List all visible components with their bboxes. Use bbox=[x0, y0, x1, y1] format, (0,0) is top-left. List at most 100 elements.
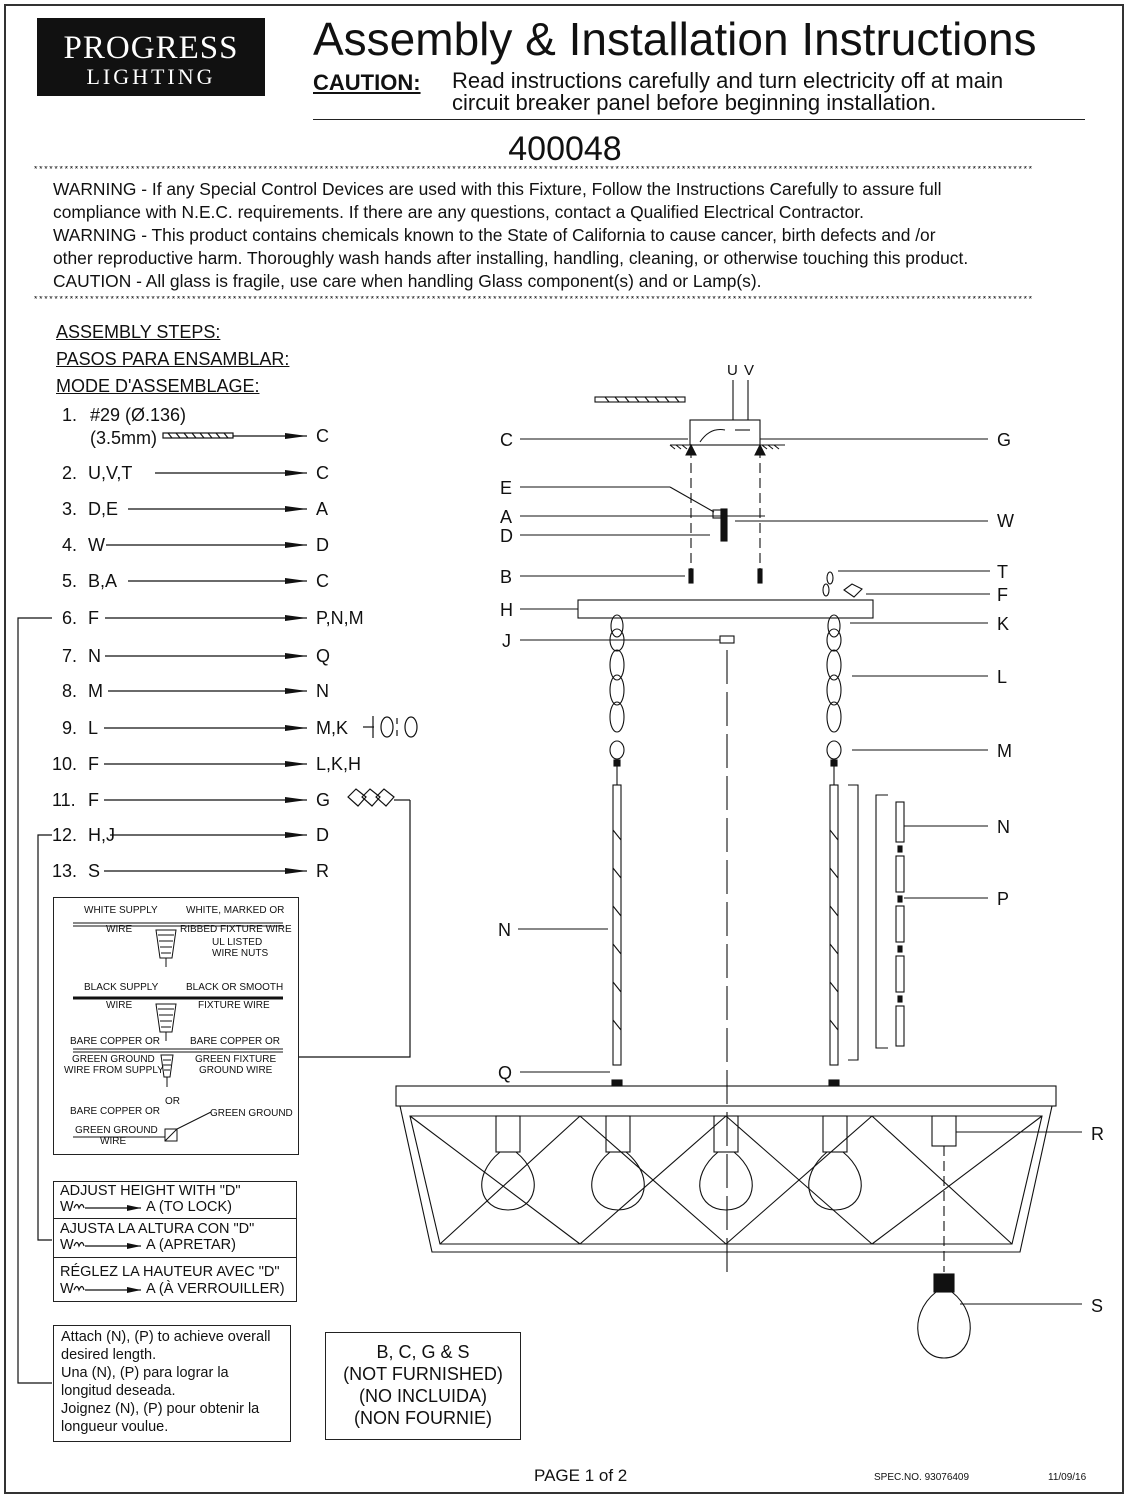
label-n-left: N bbox=[498, 920, 511, 940]
label-w: W bbox=[997, 511, 1014, 531]
step-4-num: 4. bbox=[62, 535, 78, 555]
step-4-to: D bbox=[316, 535, 329, 555]
label-b: B bbox=[500, 567, 513, 587]
adjust-a-es: A (APRETAR) bbox=[146, 1237, 236, 1253]
not-furnished-box: B, C, G & S (NOT FURNISHED) (NO INCLUIDA… bbox=[325, 1332, 521, 1440]
bulb-2 bbox=[591, 1115, 645, 1211]
label-f: F bbox=[997, 585, 1008, 605]
green-fixture-label-1: GREEN FIXTURE bbox=[195, 1054, 277, 1065]
warning-line-2: compliance with N.E.C. requirements. If … bbox=[53, 202, 864, 222]
step-12-to: D bbox=[316, 825, 329, 845]
not-furnished-items: B, C, G & S bbox=[376, 1342, 470, 1362]
left-downrod bbox=[612, 766, 622, 1066]
step-8-num: 8. bbox=[62, 681, 78, 701]
attach-note-line-6: longueur voulue. bbox=[61, 1419, 169, 1435]
attach-note-line-3: Una (N), (P) para lograr la bbox=[61, 1365, 229, 1381]
step-12-from: H,J bbox=[88, 825, 115, 845]
step-9-to: M,K bbox=[316, 718, 349, 738]
fixture-frame bbox=[395, 1085, 1057, 1253]
label-n-right: N bbox=[997, 817, 1010, 837]
step-3-from: D,E bbox=[88, 499, 119, 519]
step-3-to: A bbox=[316, 499, 329, 519]
step-11-from: F bbox=[88, 790, 99, 810]
black-supply-wire-label: WIRE bbox=[106, 1000, 133, 1011]
label-t: T bbox=[997, 562, 1008, 582]
assembly-heading-es: PASOS PARA ENSAMBLAR: bbox=[56, 349, 290, 369]
warnings-block: WARNING - If any Special Control Devices… bbox=[53, 178, 968, 293]
left-chain bbox=[609, 614, 625, 767]
wire-nut-icon bbox=[347, 788, 410, 807]
right-chain bbox=[826, 614, 842, 767]
label-m: M bbox=[997, 741, 1012, 761]
bare-copper-alt-label: BARE COPPER OR bbox=[70, 1106, 161, 1117]
label-h: H bbox=[500, 600, 513, 620]
assembly-heading-fr: MODE D'ASSEMBLAGE: bbox=[56, 376, 260, 396]
caution-text: Read instructions carefully and turn ele… bbox=[452, 70, 1003, 114]
warning-line-1: WARNING - If any Special Control Devices… bbox=[53, 179, 942, 199]
adjust-divider-1 bbox=[53, 1218, 297, 1219]
step-6-num: 6. bbox=[62, 608, 78, 628]
adjust-title-fr: RÉGLEZ LA HAUTEUR AVEC "D" bbox=[60, 1264, 280, 1280]
right-downrod bbox=[829, 766, 839, 1066]
black-smooth-label: BLACK OR SMOOTH bbox=[186, 982, 284, 993]
loose-bulb-icon bbox=[917, 1273, 971, 1359]
loose-rod-sections bbox=[895, 801, 905, 1047]
assembly-heading-en: ASSEMBLY STEPS: bbox=[56, 322, 221, 342]
not-furnished-es: (NO INCLUIDA) bbox=[358, 1386, 487, 1406]
step-5-to: C bbox=[316, 571, 329, 591]
white-supply-label: WHITE SUPPLY bbox=[84, 905, 158, 916]
spec-date: 11/09/16 bbox=[1048, 1472, 1087, 1483]
step-11-num: 11. bbox=[52, 790, 76, 810]
caution-label: CAUTION: bbox=[313, 70, 421, 95]
label-a: A bbox=[500, 507, 513, 527]
adjust-a-fr: A (À VERROUILLER) bbox=[146, 1281, 285, 1297]
model-number: 400048 bbox=[508, 130, 622, 168]
page-title: Assembly & Installation Instructions bbox=[313, 13, 1037, 65]
label-u: U bbox=[727, 362, 738, 379]
attach-note-line-5: Joignez (N), (P) pour obtenir la bbox=[61, 1401, 260, 1417]
white-supply-wire-label: WIRE bbox=[106, 924, 133, 935]
step-10-to: L,K,H bbox=[316, 754, 362, 774]
fixture-wire-label: FIXTURE WIRE bbox=[198, 1000, 270, 1011]
green-ground-wire-label-2: WIRE bbox=[100, 1136, 127, 1147]
caution-line-1: Read instructions carefully and turn ele… bbox=[452, 68, 1004, 93]
label-e: E bbox=[500, 478, 513, 498]
warning-line-5: CAUTION - All glass is fragile, use care… bbox=[53, 271, 762, 291]
step-6-from: F bbox=[88, 608, 99, 628]
attach-note-line-2: desired length. bbox=[61, 1347, 157, 1363]
label-q: Q bbox=[498, 1063, 513, 1083]
green-ground-label: GREEN GROUND bbox=[210, 1108, 293, 1119]
chain-link-icon bbox=[363, 716, 418, 738]
bulb-1 bbox=[481, 1115, 535, 1211]
step-9-from: L bbox=[88, 718, 99, 738]
adjust-w-es: W bbox=[60, 1237, 74, 1253]
step-3-num: 3. bbox=[62, 499, 78, 519]
label-c: C bbox=[500, 430, 513, 450]
step-13-to: R bbox=[316, 861, 329, 881]
spec-number: SPEC.NO. 93076409 bbox=[874, 1472, 970, 1483]
adjust-arrows bbox=[73, 1203, 141, 1293]
step-13-num: 13. bbox=[52, 861, 78, 881]
bulb-4 bbox=[808, 1115, 862, 1211]
step-1-num: 1. bbox=[62, 405, 78, 425]
or-label: OR bbox=[165, 1096, 180, 1107]
not-furnished-en: (NOT FURNISHED) bbox=[343, 1364, 503, 1384]
step-2-to: C bbox=[316, 463, 329, 483]
caution-line-2: circuit breaker panel before beginning i… bbox=[452, 90, 937, 115]
warning-line-3: WARNING - This product contains chemical… bbox=[53, 225, 936, 245]
step-13-from: S bbox=[88, 861, 101, 881]
label-l: L bbox=[997, 667, 1008, 687]
green-ground-supply-label-2: WIRE FROM SUPPLY bbox=[64, 1065, 164, 1076]
white-marked-label: WHITE, MARKED OR bbox=[186, 905, 285, 916]
empty-socket bbox=[931, 1115, 957, 1147]
label-g: G bbox=[997, 430, 1012, 450]
step-6-to: P,N,M bbox=[316, 608, 364, 628]
attach-note-box: Attach (N), (P) to achieve overall desir… bbox=[53, 1325, 291, 1442]
step-1-to: C bbox=[316, 426, 329, 446]
outlet-box bbox=[669, 419, 785, 450]
page-frame bbox=[4, 4, 1124, 1494]
step-5-num: 5. bbox=[62, 571, 78, 591]
crossbar bbox=[577, 599, 874, 619]
